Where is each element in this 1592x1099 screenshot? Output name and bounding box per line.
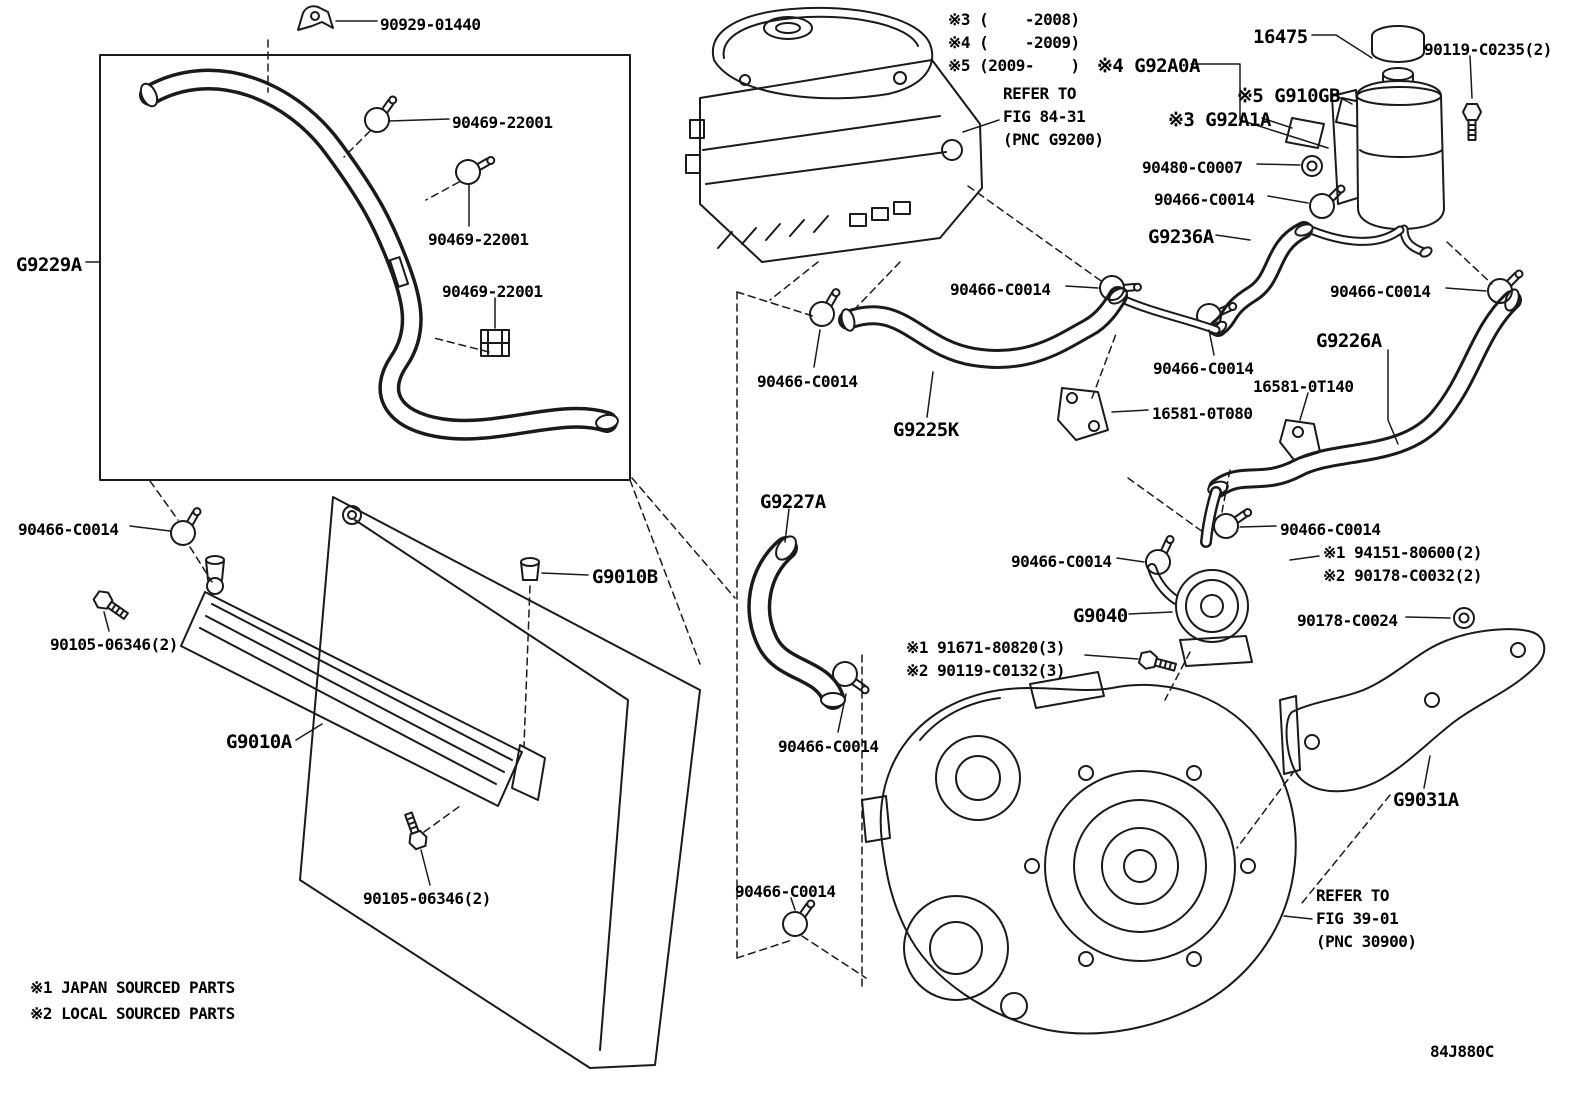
grommet-90480 (1301, 155, 1323, 177)
radiator-assembly (180, 496, 701, 1069)
refer-to-fig-39-01: REFER TO FIG 39-01 (PNC 30900) (1316, 886, 1417, 951)
grommet-90178-c0024 (1453, 607, 1475, 629)
bracket-g9031a (1279, 628, 1546, 793)
clamp-90466-pump-inlet (1138, 534, 1185, 579)
part-label-90466-c0014-b: 90466-C0014 (1154, 190, 1255, 209)
clamp-90466-tank (1309, 184, 1346, 219)
part-label-90119-c0235: 90119-C0235(2) (1424, 40, 1552, 59)
part-label-90178-c0024: 90178-C0024 (1297, 611, 1398, 630)
part-label-90466-c0014-j: 90466-C0014 (735, 882, 836, 901)
part-label-g92a1a: ※3 G92A1A (1168, 109, 1271, 131)
note-transaxle-bolts: ※1 91671-80820(3) ※2 90119-C0132(3) (906, 638, 1066, 680)
part-label-90466-c0014-g: 90466-C0014 (1280, 520, 1381, 539)
part-label-90466-c0014-d: 90466-C0014 (1330, 282, 1431, 301)
part-label-g910gb: ※5 G910GB (1237, 85, 1340, 107)
part-label-90480-c0007: 90480-C0007 (1142, 158, 1243, 177)
part-label-16581-0t140: 16581-0T140 (1253, 377, 1354, 396)
hose-g9236a (1208, 221, 1314, 337)
projection-lines (149, 39, 1493, 989)
hose-g9225k (838, 286, 1128, 369)
note-year-variants: ※3 ( -2008) ※4 ( -2009) ※5 (2009- ) (948, 10, 1080, 75)
part-label-90466-c0014-c: 90466-C0014 (950, 280, 1051, 299)
hose-inset-box (99, 54, 631, 481)
pin-g9010b (520, 557, 540, 581)
bracket-16581-0t140 (1279, 419, 1321, 461)
footnote-japan-sourced: ※1 JAPAN SOURCED PARTS (30, 978, 235, 997)
part-label-g9226a: G9226A (1316, 330, 1382, 352)
bracket-16581-0t080 (1057, 387, 1109, 441)
part-label-90105-06346-a: 90105-06346(2) (50, 635, 178, 654)
part-label-90469-22001-b: 90469-22001 (428, 230, 529, 249)
part-label-90469-22001-c: 90469-22001 (442, 282, 543, 301)
water-pump-g9040 (1147, 486, 1253, 667)
part-label-90466-c0014-h: 90466-C0014 (1011, 552, 1112, 571)
part-label-g9227a: G9227A (760, 491, 826, 513)
part-label-g9031a: G9031A (1393, 789, 1459, 811)
part-label-90105-06346-b: 90105-06346(2) (363, 889, 491, 908)
hose-clamps-90469 (360, 94, 510, 357)
part-label-90466-c0014-a: 90466-C0014 (18, 520, 119, 539)
part-label-g9010a: G9010A (226, 731, 292, 753)
drawing-code: 84J880C (1430, 1042, 1494, 1061)
plate-g92a1a (1285, 117, 1325, 149)
part-label-90929-01440: 90929-01440 (380, 15, 481, 34)
part-label-g9236a: G9236A (1148, 226, 1214, 248)
part-label-90466-c0014-i: 90466-C0014 (778, 737, 879, 756)
part-label-90466-c0014-e: 90466-C0014 (1153, 359, 1254, 378)
part-label-90466-c0014-f: 90466-C0014 (757, 372, 858, 391)
bracket-90929 (297, 5, 334, 31)
part-label-g92a0a: ※4 G92A0A (1097, 55, 1200, 77)
leader-lines (85, 20, 1487, 920)
hose-g9227a (747, 535, 846, 710)
clamp-90466-bottom (778, 898, 821, 939)
part-label-g9010b: G9010B (592, 566, 658, 588)
part-label-g9229a: G9229A (16, 254, 82, 276)
inverter-unit (685, 6, 983, 263)
bolt-91671 (1136, 648, 1179, 677)
hose-g9226a (1207, 288, 1522, 498)
note-pump-bolts: ※1 94151-80600(2) ※2 90178-C0032(2) (1323, 543, 1483, 585)
part-label-16475: 16475 (1253, 26, 1308, 48)
bolt-90119-c0235 (1462, 103, 1482, 141)
reservoir-tank (1356, 25, 1445, 258)
transaxle (861, 671, 1297, 1035)
part-label-90469-22001-a: 90469-22001 (452, 113, 553, 132)
part-label-g9040: G9040 (1073, 605, 1128, 627)
pipe-tank-to-hose (1301, 223, 1405, 246)
clamp-90466-pump-outlet (1211, 502, 1253, 543)
radiator-bolts (90, 587, 431, 852)
footnote-local-sourced: ※2 LOCAL SOURCED PARTS (30, 1004, 235, 1023)
part-label-g9225k: G9225K (893, 419, 959, 441)
pipe-joint (1115, 293, 1221, 335)
refer-to-fig-84-31: REFER TO FIG 84-31 (PNC G9200) (1003, 84, 1104, 149)
part-label-16581-0t080: 16581-0T080 (1152, 404, 1253, 423)
